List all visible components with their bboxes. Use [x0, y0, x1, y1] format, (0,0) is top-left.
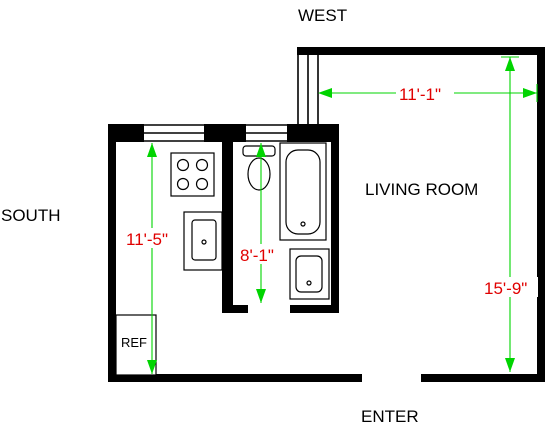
bath-sink	[289, 248, 330, 300]
bath-depth-label: 8'-1"	[240, 246, 274, 265]
kitchen-top-wall-left	[108, 124, 144, 142]
arrow-left	[318, 88, 332, 98]
enter-label: ENTER	[361, 407, 419, 426]
living-window	[297, 55, 319, 124]
bottom-wall-right	[421, 374, 545, 382]
kitchen-bath-partition	[222, 124, 233, 312]
west-label: WEST	[298, 6, 347, 25]
bath-east-wall	[331, 124, 339, 313]
living-depth-label: 15'-9"	[484, 279, 527, 298]
arrow-right	[523, 88, 537, 98]
east-wall	[537, 47, 545, 382]
bath-top-wall-right	[287, 124, 339, 142]
kitchen-depth-label: 11'-5"	[126, 230, 168, 249]
kitchen-west-wall	[108, 124, 116, 382]
living-room-label: LIVING ROOM	[365, 180, 478, 199]
windows	[144, 55, 319, 142]
kitchen-window	[144, 124, 204, 142]
bath-bottom-wall-right	[290, 305, 339, 313]
bath-window	[246, 124, 287, 142]
bath-bottom-wall-left	[222, 305, 248, 313]
bottom-wall-left	[108, 374, 362, 382]
dimension-lines	[147, 56, 538, 374]
stove	[170, 152, 215, 197]
refrigerator-label: REF	[121, 335, 147, 350]
south-label: SOUTH	[1, 206, 61, 225]
exterior-walls	[108, 47, 545, 382]
living-top-wall	[297, 47, 545, 55]
bathtub	[279, 142, 327, 241]
living-width-label: 11'-1"	[399, 85, 441, 104]
kitchen-sink	[183, 211, 223, 271]
